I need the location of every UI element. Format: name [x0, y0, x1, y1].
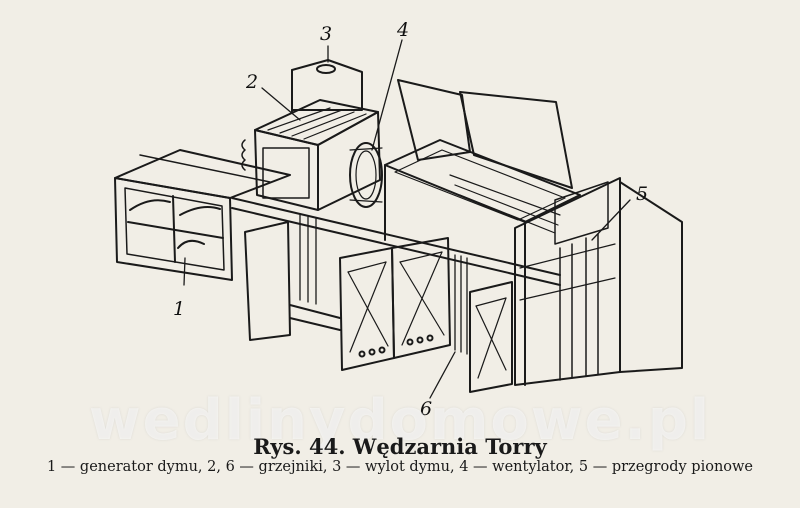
right-door — [620, 182, 682, 372]
watermark: wedlinydomowe.pl — [88, 388, 712, 453]
figure-caption-legend: 1 — generator dymu, 2, 6 — grzejniki, 3 … — [46, 459, 754, 475]
fan — [350, 143, 382, 207]
callout-5: 5 — [636, 183, 648, 205]
smoke-outlet — [292, 60, 362, 112]
callout-4: 4 — [396, 19, 409, 41]
chamber-lids — [398, 80, 572, 188]
left-door — [245, 222, 290, 340]
leader-lines — [184, 40, 630, 398]
smokehouse-diagram: 1 2 3 4 5 6 — [0, 19, 800, 420]
smoke-chamber — [385, 140, 620, 385]
callout-6: 6 — [420, 398, 432, 420]
smokehouse-drawing: 1 2 3 4 5 6 — [0, 19, 800, 420]
callout-2: 2 — [245, 71, 258, 93]
heater-box — [242, 100, 380, 210]
callout-1: 1 — [173, 298, 185, 320]
smoke-generator — [115, 150, 290, 280]
heater-coils — [300, 215, 467, 354]
front-doors — [340, 238, 512, 392]
callout-3: 3 — [320, 23, 332, 45]
smoke-duct — [232, 198, 560, 285]
figure-caption-title: Rys. 44. Wędzarnia Torry — [253, 434, 547, 459]
base-frame — [290, 305, 340, 330]
